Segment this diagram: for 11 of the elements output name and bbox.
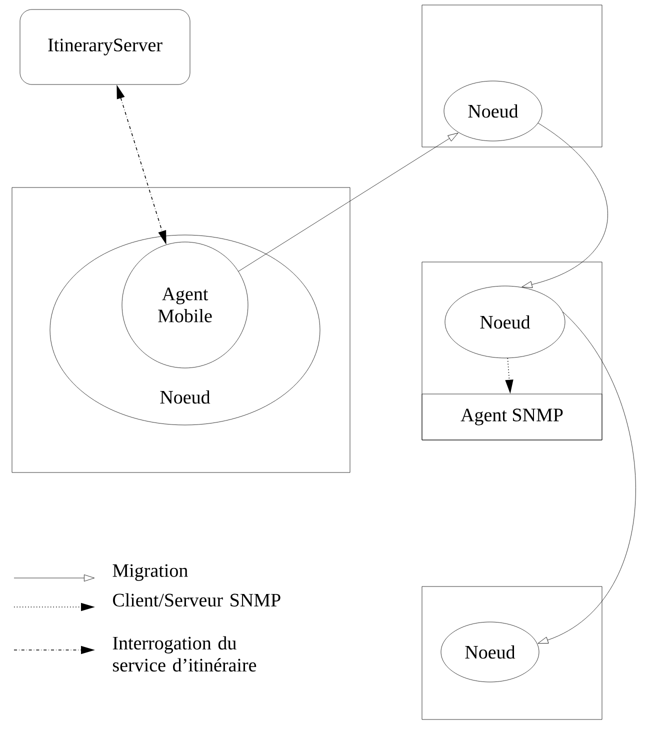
server-box: ItineraryServer [20, 9, 190, 85]
arrow [538, 312, 636, 644]
node-box: Agent SNMP [422, 394, 602, 440]
arrow [238, 132, 458, 272]
node-box [422, 586, 602, 720]
node-box [12, 187, 350, 473]
legend-text: Client/Serveur SNMP [112, 593, 280, 607]
legend-text: Interrogation du service d’itinéraire [112, 636, 256, 672]
node-box [422, 4, 602, 148]
legend-text: Migration [112, 564, 188, 581]
arrow [522, 122, 608, 288]
